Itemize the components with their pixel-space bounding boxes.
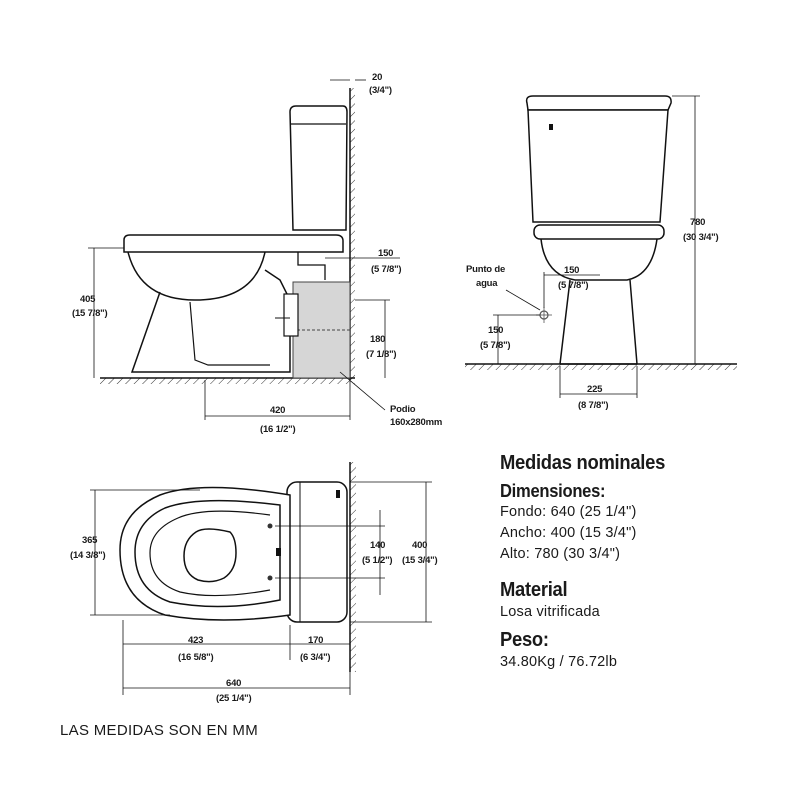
bowl-depth-value: 423 bbox=[188, 635, 203, 646]
podium-height-inches: (7 1/8") bbox=[366, 349, 396, 360]
total-height-value: 780 bbox=[690, 217, 705, 228]
bowl-width-inches: (14 3/8") bbox=[70, 550, 105, 561]
dimension-depth: Fondo: 640 (25 1/4") bbox=[500, 504, 637, 520]
water-height-inches: (5 7/8") bbox=[480, 340, 510, 351]
hinge-marker bbox=[276, 548, 281, 556]
side-wall-hatch bbox=[350, 88, 355, 380]
water-height-value: 150 bbox=[488, 325, 503, 336]
base-width-value: 225 bbox=[587, 384, 603, 395]
top-tank bbox=[286, 481, 348, 623]
outlet-distance-value: 150 bbox=[378, 248, 393, 259]
tank-width-inches: (15 3/4") bbox=[402, 555, 437, 566]
specs-panel: Medidas nominales Dimensiones: Fondo: 64… bbox=[500, 452, 790, 673]
bowl-depth-inches: (16 5/8") bbox=[178, 652, 213, 663]
flush-button bbox=[549, 124, 553, 130]
water-h-offset-value: 150 bbox=[564, 265, 579, 276]
wall-offset-inches: (3/4") bbox=[369, 85, 392, 96]
podium-size: 160x280mm bbox=[390, 417, 442, 428]
weight-heading: Peso: bbox=[500, 629, 549, 651]
total-depth-value: 640 bbox=[226, 678, 241, 689]
side-view: 20 (3/4") 150 (5 7/8") 405 (15 7/8") 180… bbox=[72, 72, 442, 435]
bowl-height-inches: (15 7/8") bbox=[72, 308, 107, 319]
water-point-label-line2: agua bbox=[476, 278, 498, 289]
dimensions-heading: Dimensiones: bbox=[500, 481, 606, 501]
bolt-bottom bbox=[267, 575, 273, 581]
tank-width-value: 400 bbox=[412, 540, 427, 551]
top-bowl-water bbox=[183, 528, 237, 583]
front-floor-hatch bbox=[465, 364, 737, 370]
weight-value: 34.80Kg / 76.72lb bbox=[500, 654, 618, 670]
total-depth-inches: (25 1/4") bbox=[216, 693, 251, 704]
outlet-distance-inches: (5 7/8") bbox=[371, 264, 401, 275]
bolt-spacing-inches: (5 1/2") bbox=[362, 555, 392, 566]
front-view: 780 (30 3/4") Punto de agua 150 (5 7/8")… bbox=[465, 95, 737, 411]
podium-block bbox=[292, 281, 351, 379]
bolt-spacing-value: 140 bbox=[370, 540, 385, 551]
bowl-width-value: 365 bbox=[82, 535, 98, 546]
material-heading: Material bbox=[500, 579, 568, 601]
top-wall-hatch bbox=[350, 462, 356, 672]
wall-offset-value: 20 bbox=[372, 72, 382, 83]
dimension-width: Ancho: 400 (15 3/4") bbox=[500, 525, 637, 541]
side-floor-hatch bbox=[100, 378, 355, 384]
front-seat bbox=[533, 224, 665, 240]
rough-in-inches: (16 1/2") bbox=[260, 424, 295, 435]
top-flush-button bbox=[336, 490, 340, 498]
base-width-inches: (8 7/8") bbox=[578, 400, 608, 411]
side-pedestal bbox=[130, 269, 291, 373]
podium-height-value: 180 bbox=[370, 334, 385, 345]
total-height-inches: (30 3/4") bbox=[683, 232, 718, 243]
front-tank bbox=[527, 109, 669, 223]
top-seat bbox=[134, 499, 281, 608]
dimension-height: Alto: 780 (30 3/4") bbox=[500, 546, 621, 562]
water-h-offset-inches: (5 7/8") bbox=[558, 280, 588, 291]
material-value: Losa vitrificada bbox=[500, 604, 600, 620]
water-point-label-line1: Punto de bbox=[466, 264, 505, 275]
footer-note: LAS MEDIDAS SON EN MM bbox=[60, 722, 258, 739]
tank-depth-inches: (6 3/4") bbox=[300, 652, 330, 663]
side-tank bbox=[289, 105, 348, 231]
bowl-height-value: 405 bbox=[80, 294, 96, 305]
top-view: 365 (14 3/8") 140 (5 1/2") 400 (15 3/4")… bbox=[70, 462, 438, 704]
rough-in-value: 420 bbox=[270, 405, 285, 416]
podium-label: Podio bbox=[390, 404, 416, 415]
bolt-top bbox=[267, 523, 273, 529]
tank-depth-value: 170 bbox=[308, 635, 323, 646]
specs-title: Medidas nominales bbox=[500, 452, 666, 474]
side-seat bbox=[123, 234, 344, 253]
